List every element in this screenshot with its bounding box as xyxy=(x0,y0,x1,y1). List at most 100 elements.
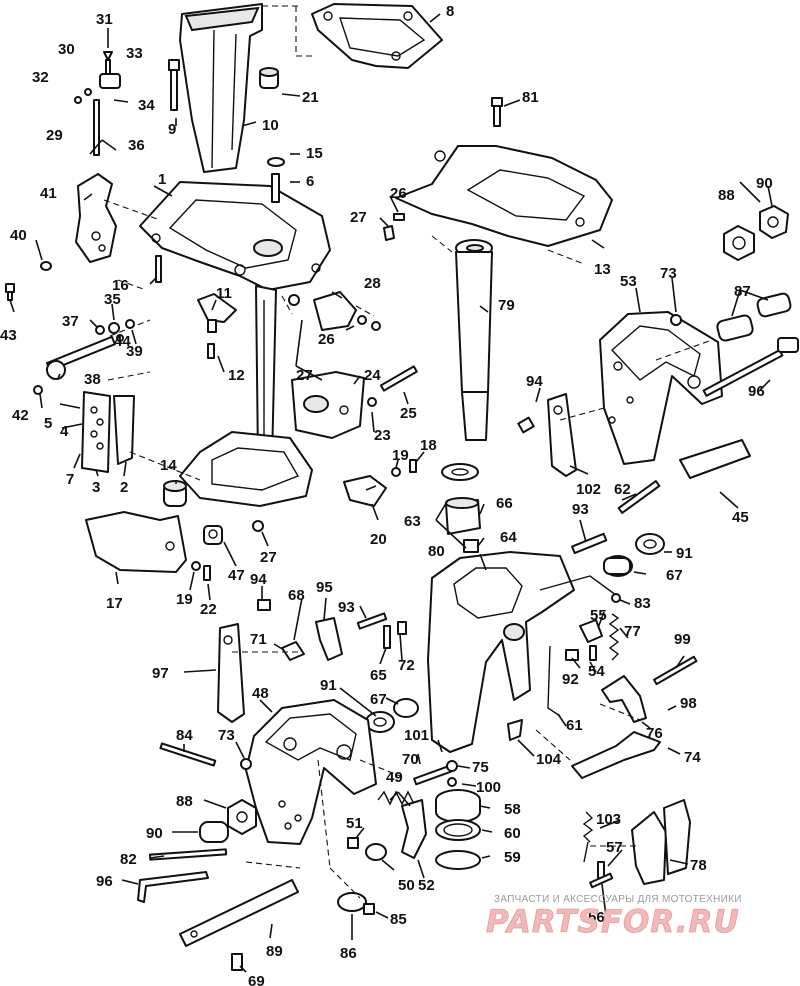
disc-86 xyxy=(337,892,367,912)
callout-48: 48 xyxy=(252,685,269,702)
spring-49 xyxy=(377,790,415,806)
link-rod-61 xyxy=(547,645,561,717)
cap-14 xyxy=(163,480,187,507)
callout-89: 89 xyxy=(266,943,283,960)
callout-90a: 90 xyxy=(146,825,163,842)
pin-56 xyxy=(589,872,614,889)
rod-84 xyxy=(159,742,217,767)
nut-88a xyxy=(227,799,257,835)
callout-31: 31 xyxy=(96,11,113,28)
washer-73a xyxy=(240,758,252,770)
shift-lever-bracket xyxy=(75,173,117,263)
clamp-plate-2 xyxy=(113,395,135,465)
callout-28: 28 xyxy=(364,275,381,292)
callout-62: 62 xyxy=(614,481,631,498)
steering-arm-13 xyxy=(395,145,613,247)
rod-98 xyxy=(653,655,698,686)
thrust-washer-63 xyxy=(441,463,479,481)
callout-98: 98 xyxy=(680,695,697,712)
side-cover-17 xyxy=(85,511,187,573)
stud-and-nut xyxy=(267,157,285,203)
callout-49: 49 xyxy=(386,769,403,786)
callout-39: 39 xyxy=(126,343,143,360)
callout-96b: 96 xyxy=(748,383,765,400)
callout-42: 42 xyxy=(12,407,29,424)
part-drawings xyxy=(5,3,799,971)
callout-11: 11 xyxy=(216,285,232,302)
callout-22: 22 xyxy=(200,601,217,618)
block-71 xyxy=(281,641,305,661)
washer-19b xyxy=(391,467,401,477)
callout-94b: 94 xyxy=(250,571,267,588)
screw-43 xyxy=(5,283,15,301)
rod-62 xyxy=(617,480,661,514)
callout-15: 15 xyxy=(306,145,323,162)
callout-36: 36 xyxy=(128,137,145,154)
gasket-plate xyxy=(311,3,443,69)
fitting-47 xyxy=(203,525,223,545)
watermark-logo: PARTSFOR.RU xyxy=(486,904,740,940)
clamp-plate-3 xyxy=(81,391,111,473)
callout-43: 43 xyxy=(0,327,17,344)
callout-73b: 73 xyxy=(660,265,677,282)
pin-93b xyxy=(356,612,388,630)
steering-shaft-79 xyxy=(455,239,493,441)
oring-59 xyxy=(435,850,481,870)
bolt-81 xyxy=(491,97,503,127)
callout-6: 6 xyxy=(306,173,314,190)
callout-100: 100 xyxy=(476,779,501,796)
callout-96a: 96 xyxy=(96,873,113,890)
pin-93a xyxy=(571,532,608,555)
callout-32: 32 xyxy=(32,69,49,86)
callout-76: 76 xyxy=(646,725,663,742)
fitting-21 xyxy=(259,67,279,89)
sleeve-45 xyxy=(679,439,751,479)
callout-75: 75 xyxy=(472,759,489,776)
callout-23: 23 xyxy=(374,427,391,444)
callout-85: 85 xyxy=(390,911,407,928)
callout-66: 66 xyxy=(496,495,513,512)
callout-103: 103 xyxy=(596,811,621,828)
callout-1: 1 xyxy=(158,171,166,188)
screw-22 xyxy=(203,565,211,581)
lever-102 xyxy=(547,393,577,477)
callout-51: 51 xyxy=(346,815,363,832)
pin-26a xyxy=(393,213,405,221)
callout-82: 82 xyxy=(120,851,137,868)
callout-70: 70 xyxy=(402,751,419,768)
tilt-rod-96b xyxy=(702,337,799,397)
callout-7: 7 xyxy=(66,471,74,488)
bushing-66 xyxy=(445,497,481,535)
washer-91b xyxy=(365,711,395,733)
callout-81: 81 xyxy=(522,89,539,106)
callout-labels: 1 2 3 4 5 6 7 8 9 10 11 12 13 14 15 16 1… xyxy=(0,3,773,986)
callout-78: 78 xyxy=(690,857,707,874)
nut-88b xyxy=(723,225,755,261)
callout-44: 44 xyxy=(114,333,131,350)
washer-100 xyxy=(447,777,457,787)
callout-93a: 93 xyxy=(572,501,589,518)
callout-3: 3 xyxy=(92,479,100,496)
callout-19a: 19 xyxy=(392,447,409,464)
callout-12: 12 xyxy=(228,367,245,384)
callout-79: 79 xyxy=(498,297,515,314)
callout-80: 80 xyxy=(428,543,445,560)
reverse-lock-78 xyxy=(631,799,691,885)
washer-91a xyxy=(635,533,665,555)
screw-12 xyxy=(207,343,215,359)
callout-37: 37 xyxy=(62,313,79,330)
callout-26a: 26 xyxy=(390,185,407,202)
block-20 xyxy=(343,475,387,507)
spring-pin-92 xyxy=(565,649,579,661)
bolt-70 xyxy=(413,764,453,786)
callout-73a: 73 xyxy=(218,727,235,744)
callout-33: 33 xyxy=(126,45,143,62)
pin-54 xyxy=(589,645,597,661)
callout-86: 86 xyxy=(340,945,357,962)
screw-51 xyxy=(347,837,359,849)
callout-38: 38 xyxy=(84,371,101,388)
callout-19b: 19 xyxy=(176,591,193,608)
callout-56: 56 xyxy=(588,909,605,926)
screw-85 xyxy=(363,903,375,915)
